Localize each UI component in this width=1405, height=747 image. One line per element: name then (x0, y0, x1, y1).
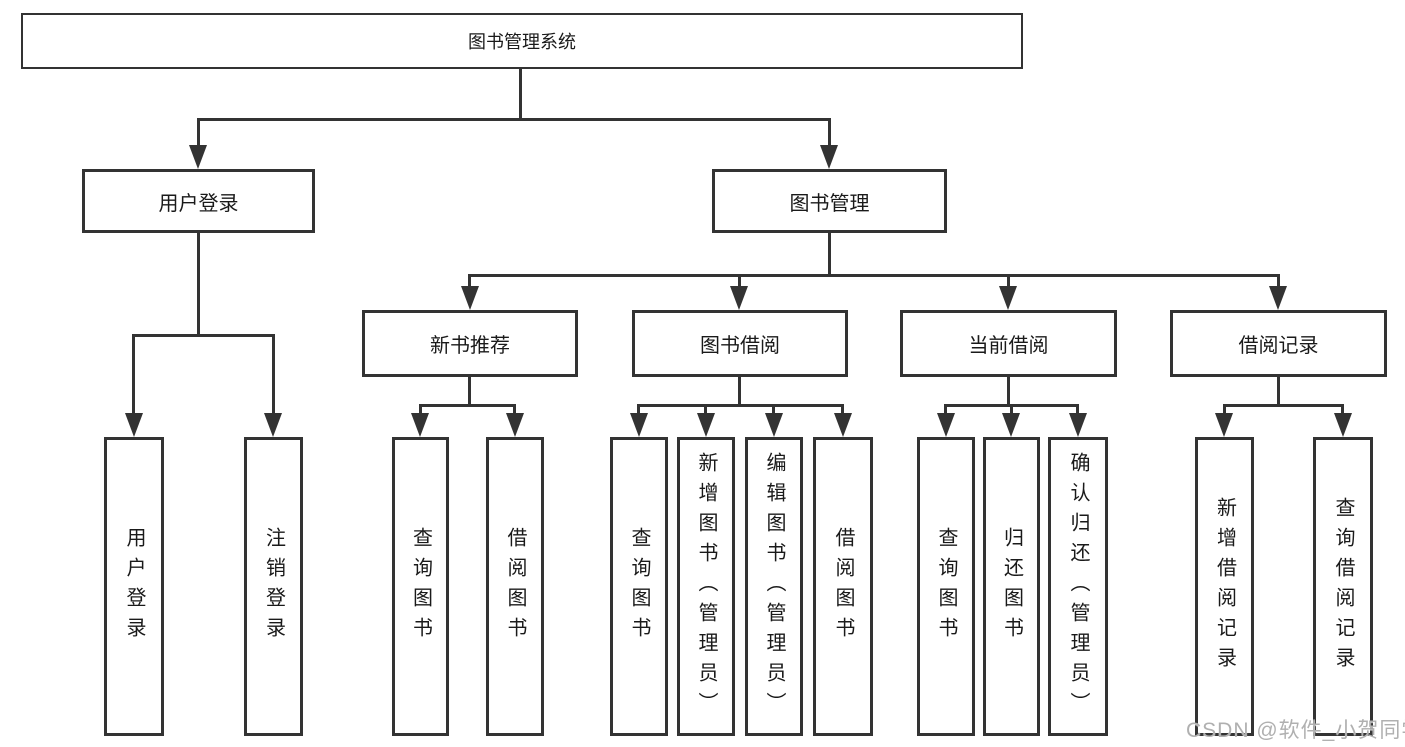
leaf-label: 用户登录 (123, 526, 145, 647)
arrowhead-confirm-return-admin (1069, 413, 1087, 437)
leaf-label: 新增借阅记录 (1213, 496, 1236, 677)
arrowhead-query-books-borrowing (630, 413, 648, 437)
edge-root-branch (197, 118, 831, 121)
edge-user-login-stem (197, 233, 200, 337)
arrowhead-current-borrowing (999, 286, 1017, 310)
arrowhead-return-books (1002, 413, 1020, 437)
leaf-return-books: 归还图书 (983, 437, 1040, 736)
arrowhead-borrow-books-recommend (506, 413, 524, 437)
leaf-label: 借阅图书 (832, 526, 854, 647)
leaf-query-books-current: 查询图书 (917, 437, 975, 736)
edge-borrowing-records-branch (1223, 404, 1344, 407)
arrowhead-leaf-user-login (125, 413, 143, 437)
node-label: 借阅记录 (1238, 335, 1319, 357)
leaf-query-borrow-record: 查询借阅记录 (1313, 437, 1373, 736)
edge-user-login-branch (132, 334, 275, 337)
edge-drop-new-book-recommendation (468, 274, 471, 287)
arrowhead-add-borrow-record (1215, 413, 1233, 437)
edge-new-book-recommendation-branch (419, 404, 516, 407)
arrowhead-edit-books-admin (765, 413, 783, 437)
node-book-management: 图书管理 (712, 169, 947, 233)
leaf-add-books-admin: 新增图书（管理员） (677, 437, 735, 736)
edge-book-management-stem (828, 233, 831, 277)
edge-drop-book-management (828, 118, 831, 146)
edge-drop-book-borrowing (738, 274, 741, 287)
node-label: 用户登录 (158, 192, 239, 215)
edge-drop-leaf-user-login (132, 334, 135, 414)
leaf-query-books-borrowing: 查询图书 (610, 437, 668, 736)
node-new-book-recommendation: 新书推荐 (362, 310, 578, 377)
leaf-label: 归还图书 (1000, 526, 1023, 647)
edge-book-management-branch (468, 274, 1280, 277)
node-library-management-system: 图书管理系统 (21, 13, 1023, 69)
leaf-label: 借阅图书 (504, 526, 526, 647)
leaf-borrow-books-recommend: 借阅图书 (486, 437, 544, 736)
arrowhead-query-books-recommend (411, 413, 429, 437)
node-borrowing-records: 借阅记录 (1170, 310, 1387, 377)
leaf-logout: 注销登录 (244, 437, 303, 736)
edge-drop-borrow-books-borrowing (841, 404, 844, 414)
edge-current-borrowing-stem (1007, 377, 1010, 407)
leaf-edit-books-admin: 编辑图书（管理员） (745, 437, 803, 736)
node-user-login: 用户登录 (82, 169, 315, 233)
leaf-borrow-books-borrowing: 借阅图书 (813, 437, 873, 736)
leaf-user-login: 用户登录 (104, 437, 164, 736)
edge-drop-edit-books-admin (772, 404, 775, 414)
edge-drop-borrow-books-recommend (513, 404, 516, 414)
edge-drop-current-borrowing (1007, 274, 1010, 287)
leaf-label: 查询借阅记录 (1332, 496, 1354, 677)
arrowhead-new-book-recommendation (461, 286, 479, 310)
leaf-label: 查询图书 (628, 526, 650, 647)
node-label: 图书管理 (789, 192, 870, 215)
node-book-borrowing: 图书借阅 (632, 310, 848, 377)
edge-drop-query-books-borrowing (637, 404, 640, 414)
edge-borrowing-records-stem (1277, 377, 1280, 407)
edge-drop-query-books-recommend (419, 404, 422, 414)
arrowhead-query-books-current (937, 413, 955, 437)
edge-new-book-recommendation-stem (468, 377, 471, 407)
leaf-query-books-recommend: 查询图书 (392, 437, 449, 736)
leaf-label: 编辑图书（管理员） (763, 451, 785, 722)
edge-drop-query-borrow-record (1341, 404, 1344, 414)
edge-book-borrowing-branch (637, 404, 844, 407)
node-label: 新书推荐 (430, 335, 510, 357)
arrowhead-user-login (189, 145, 207, 169)
node-label: 图书借阅 (700, 335, 780, 357)
arrowhead-borrow-books-borrowing (834, 413, 852, 437)
edge-drop-add-borrow-record (1223, 404, 1226, 414)
leaf-confirm-return-admin: 确认归还（管理员） (1048, 437, 1108, 736)
node-label: 图书管理系统 (468, 32, 576, 52)
edge-drop-query-books-current (944, 404, 947, 414)
leaf-label: 查询图书 (409, 526, 432, 647)
csdn-watermark: CSDN @软件_小贺同学 (1186, 719, 1405, 742)
arrowhead-book-management (820, 145, 838, 169)
edge-drop-confirm-return-admin (1076, 404, 1079, 414)
arrowhead-add-books-admin (697, 413, 715, 437)
edge-book-borrowing-stem (738, 377, 741, 407)
node-label: 当前借阅 (968, 335, 1049, 357)
leaf-label: 注销登录 (262, 526, 285, 647)
leaf-add-borrow-record: 新增借阅记录 (1195, 437, 1254, 736)
arrowhead-book-borrowing (730, 286, 748, 310)
leaf-label: 新增图书（管理员） (695, 451, 717, 722)
arrowhead-query-borrow-record (1334, 413, 1352, 437)
arrowhead-leaf-logout (264, 413, 282, 437)
edge-drop-return-books (1010, 404, 1013, 414)
edge-drop-add-books-admin (704, 404, 707, 414)
leaf-label: 查询图书 (935, 526, 957, 647)
edge-drop-leaf-logout (272, 334, 275, 414)
edge-root-stem (519, 69, 522, 121)
edge-drop-borrowing-records (1277, 274, 1280, 287)
arrowhead-borrowing-records (1269, 286, 1287, 310)
leaf-label: 确认归还（管理员） (1067, 451, 1089, 722)
edge-drop-user-login (197, 118, 200, 146)
node-current-borrowing: 当前借阅 (900, 310, 1117, 377)
